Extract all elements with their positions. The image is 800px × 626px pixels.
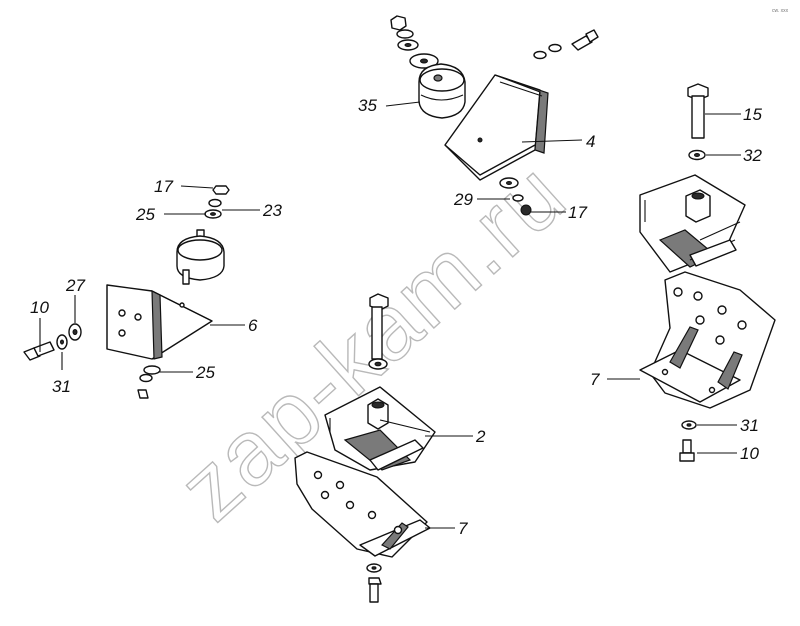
label-17-left: 17	[154, 177, 173, 196]
bolt-washer-top	[533, 29, 599, 60]
bracket-4	[444, 74, 549, 181]
label-32: 32	[743, 146, 762, 165]
bracket-6	[106, 284, 213, 360]
label-31-left: 31	[52, 377, 71, 396]
bracket-7-right	[639, 271, 776, 409]
label-7-center: 7	[458, 519, 468, 538]
bolt-15	[687, 83, 709, 139]
washer-32	[688, 149, 706, 161]
label-10-right: 10	[740, 444, 759, 463]
label-10-left: 10	[30, 298, 49, 317]
washer-27	[68, 323, 82, 341]
label-15: 15	[743, 105, 762, 124]
leader-lines	[39, 101, 741, 529]
engine-mount-right	[639, 174, 746, 273]
label-2: 2	[475, 427, 486, 446]
bracket-7-center	[294, 451, 431, 558]
label-31-right: 31	[740, 416, 759, 435]
rubber-cushion-35	[418, 63, 466, 119]
top-nut-stack	[390, 15, 439, 69]
label-23: 23	[262, 201, 282, 220]
washer-31-right	[681, 420, 697, 430]
label-4: 4	[586, 132, 595, 151]
washers-25-lower	[137, 365, 161, 399]
rubber-cushion-left	[176, 229, 225, 285]
label-25-lower: 25	[195, 363, 215, 382]
bolt-10-right	[679, 439, 695, 462]
label-7-right: 7	[590, 370, 600, 389]
callout-labels: 35 4 15 32 29 17 17 25 23 27 10 6 31 25 …	[30, 96, 762, 538]
washer-31-left	[56, 334, 68, 350]
label-6: 6	[248, 316, 258, 335]
left-nut-stack	[204, 185, 230, 219]
bottom-bolt-center	[366, 563, 382, 603]
engine-mount-2	[324, 386, 436, 471]
washer-nut-29-17	[499, 177, 532, 216]
corner-mark: cw. xxx	[772, 8, 789, 14]
label-17-right: 17	[568, 203, 587, 222]
label-29: 29	[453, 190, 473, 209]
center-bolt	[368, 293, 389, 370]
label-27: 27	[65, 276, 85, 295]
label-35: 35	[358, 96, 377, 115]
label-25-upper: 25	[135, 205, 155, 224]
bolt-10-left	[23, 341, 55, 361]
